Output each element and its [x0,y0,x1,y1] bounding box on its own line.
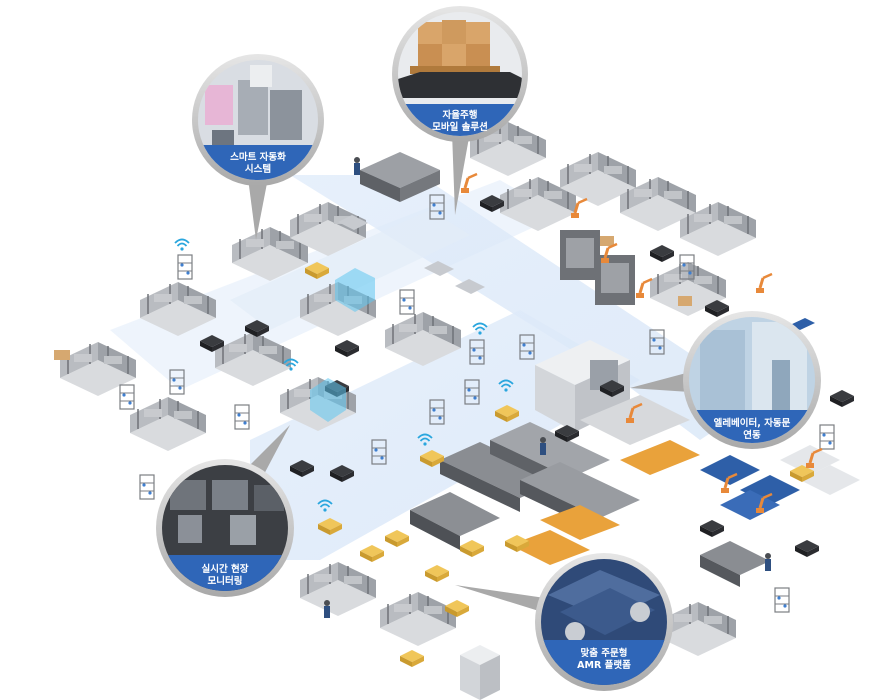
callout-autonomous-mobile-line2: 모바일 솔루션 [432,121,488,133]
callout-monitoring-line1: 실시간 현장 [201,563,248,575]
callout-elevator-line1: 엘레베이터, 자동문 [714,417,791,429]
elevator-unit [535,340,630,432]
callout-elevator: 엘레베이터, 자동문 연동 [683,311,821,449]
callout-smart-automation-line1: 스마트 자동화 [230,151,286,163]
callout-autonomous-mobile-line1: 자율주행 [443,109,478,121]
callout-monitoring-line2: 모니터링 [208,575,243,587]
wifi-icon [174,238,190,252]
workers [324,157,771,618]
callout-smart-automation-line2: 시스템 [245,163,271,175]
blue-stations [700,318,860,520]
control-cabinet [460,645,500,700]
callout-elevator-line2: 연동 [743,430,761,441]
callout-pointers [245,132,690,616]
hologram-highlights [310,268,375,422]
parcel-loads [54,236,692,360]
cnc-machines [360,152,770,587]
mobile-robots [338,215,485,294]
callout-autonomous-mobile: 자율주행 모바일 솔루션 [392,6,528,142]
callout-amr-platform-line2: AMR 플랫폼 [577,659,631,671]
callout-amr-platform: 맞춤 주문형 AMR 플랫폼 [535,553,673,691]
conveyors [510,395,700,565]
callout-amr-platform-line1: 맞춤 주문형 [580,647,627,659]
callout-smart-automation: 스마트 자동화 시스템 [192,54,324,186]
